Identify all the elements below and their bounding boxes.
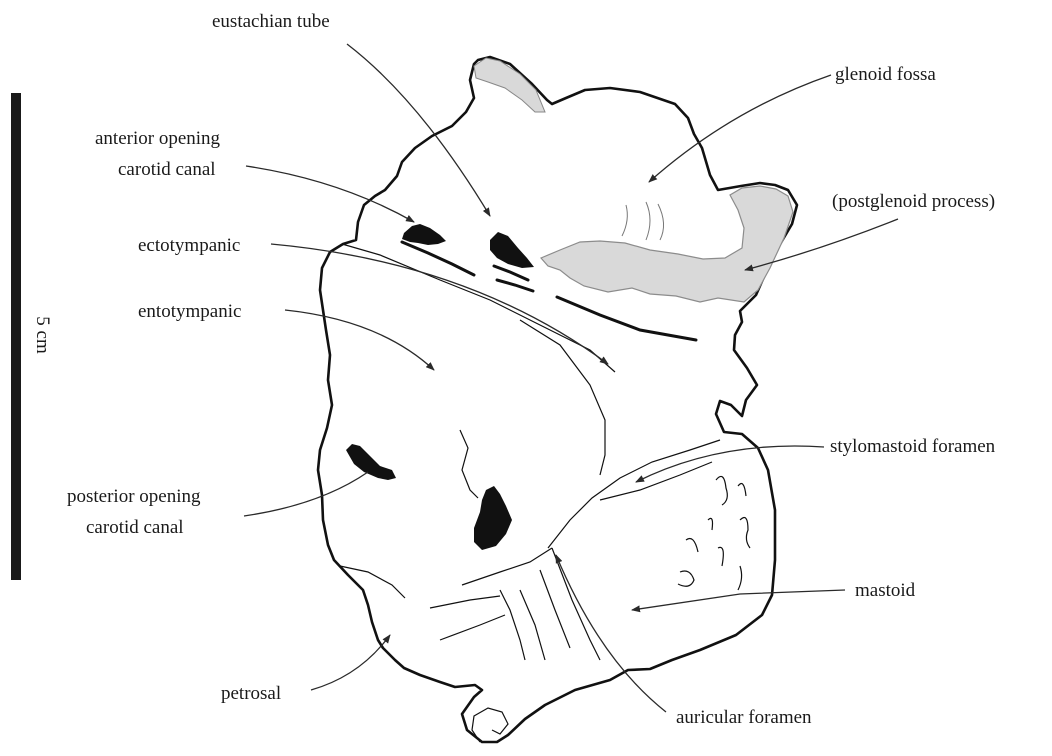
label-anterior-opening-line2: carotid canal (118, 159, 216, 180)
label-postglenoid-process: (postglenoid process) (832, 191, 995, 212)
label-anterior-opening-line1: anterior opening (95, 128, 221, 149)
label-ectotympanic: ectotympanic (138, 235, 240, 256)
label-eustachian-tube: eustachian tube (212, 11, 330, 32)
scale-bar-label: 5 cm (32, 316, 53, 354)
label-mastoid: mastoid (855, 580, 916, 601)
label-petrosal: petrosal (221, 683, 281, 704)
label-posterior-opening-line2: carotid canal (86, 517, 184, 538)
bone-drawing (318, 57, 797, 742)
bone-outline (318, 57, 797, 742)
label-stylomastoid-foramen: stylomastoid foramen (830, 436, 996, 457)
leader-petrosal (311, 635, 390, 690)
scale-bar (11, 93, 21, 580)
label-auricular-foramen: auricular foramen (676, 707, 812, 728)
label-entotympanic: entotympanic (138, 301, 241, 322)
label-posterior-opening-line1: posterior opening (67, 486, 201, 507)
label-glenoid-fossa: glenoid fossa (835, 64, 936, 85)
